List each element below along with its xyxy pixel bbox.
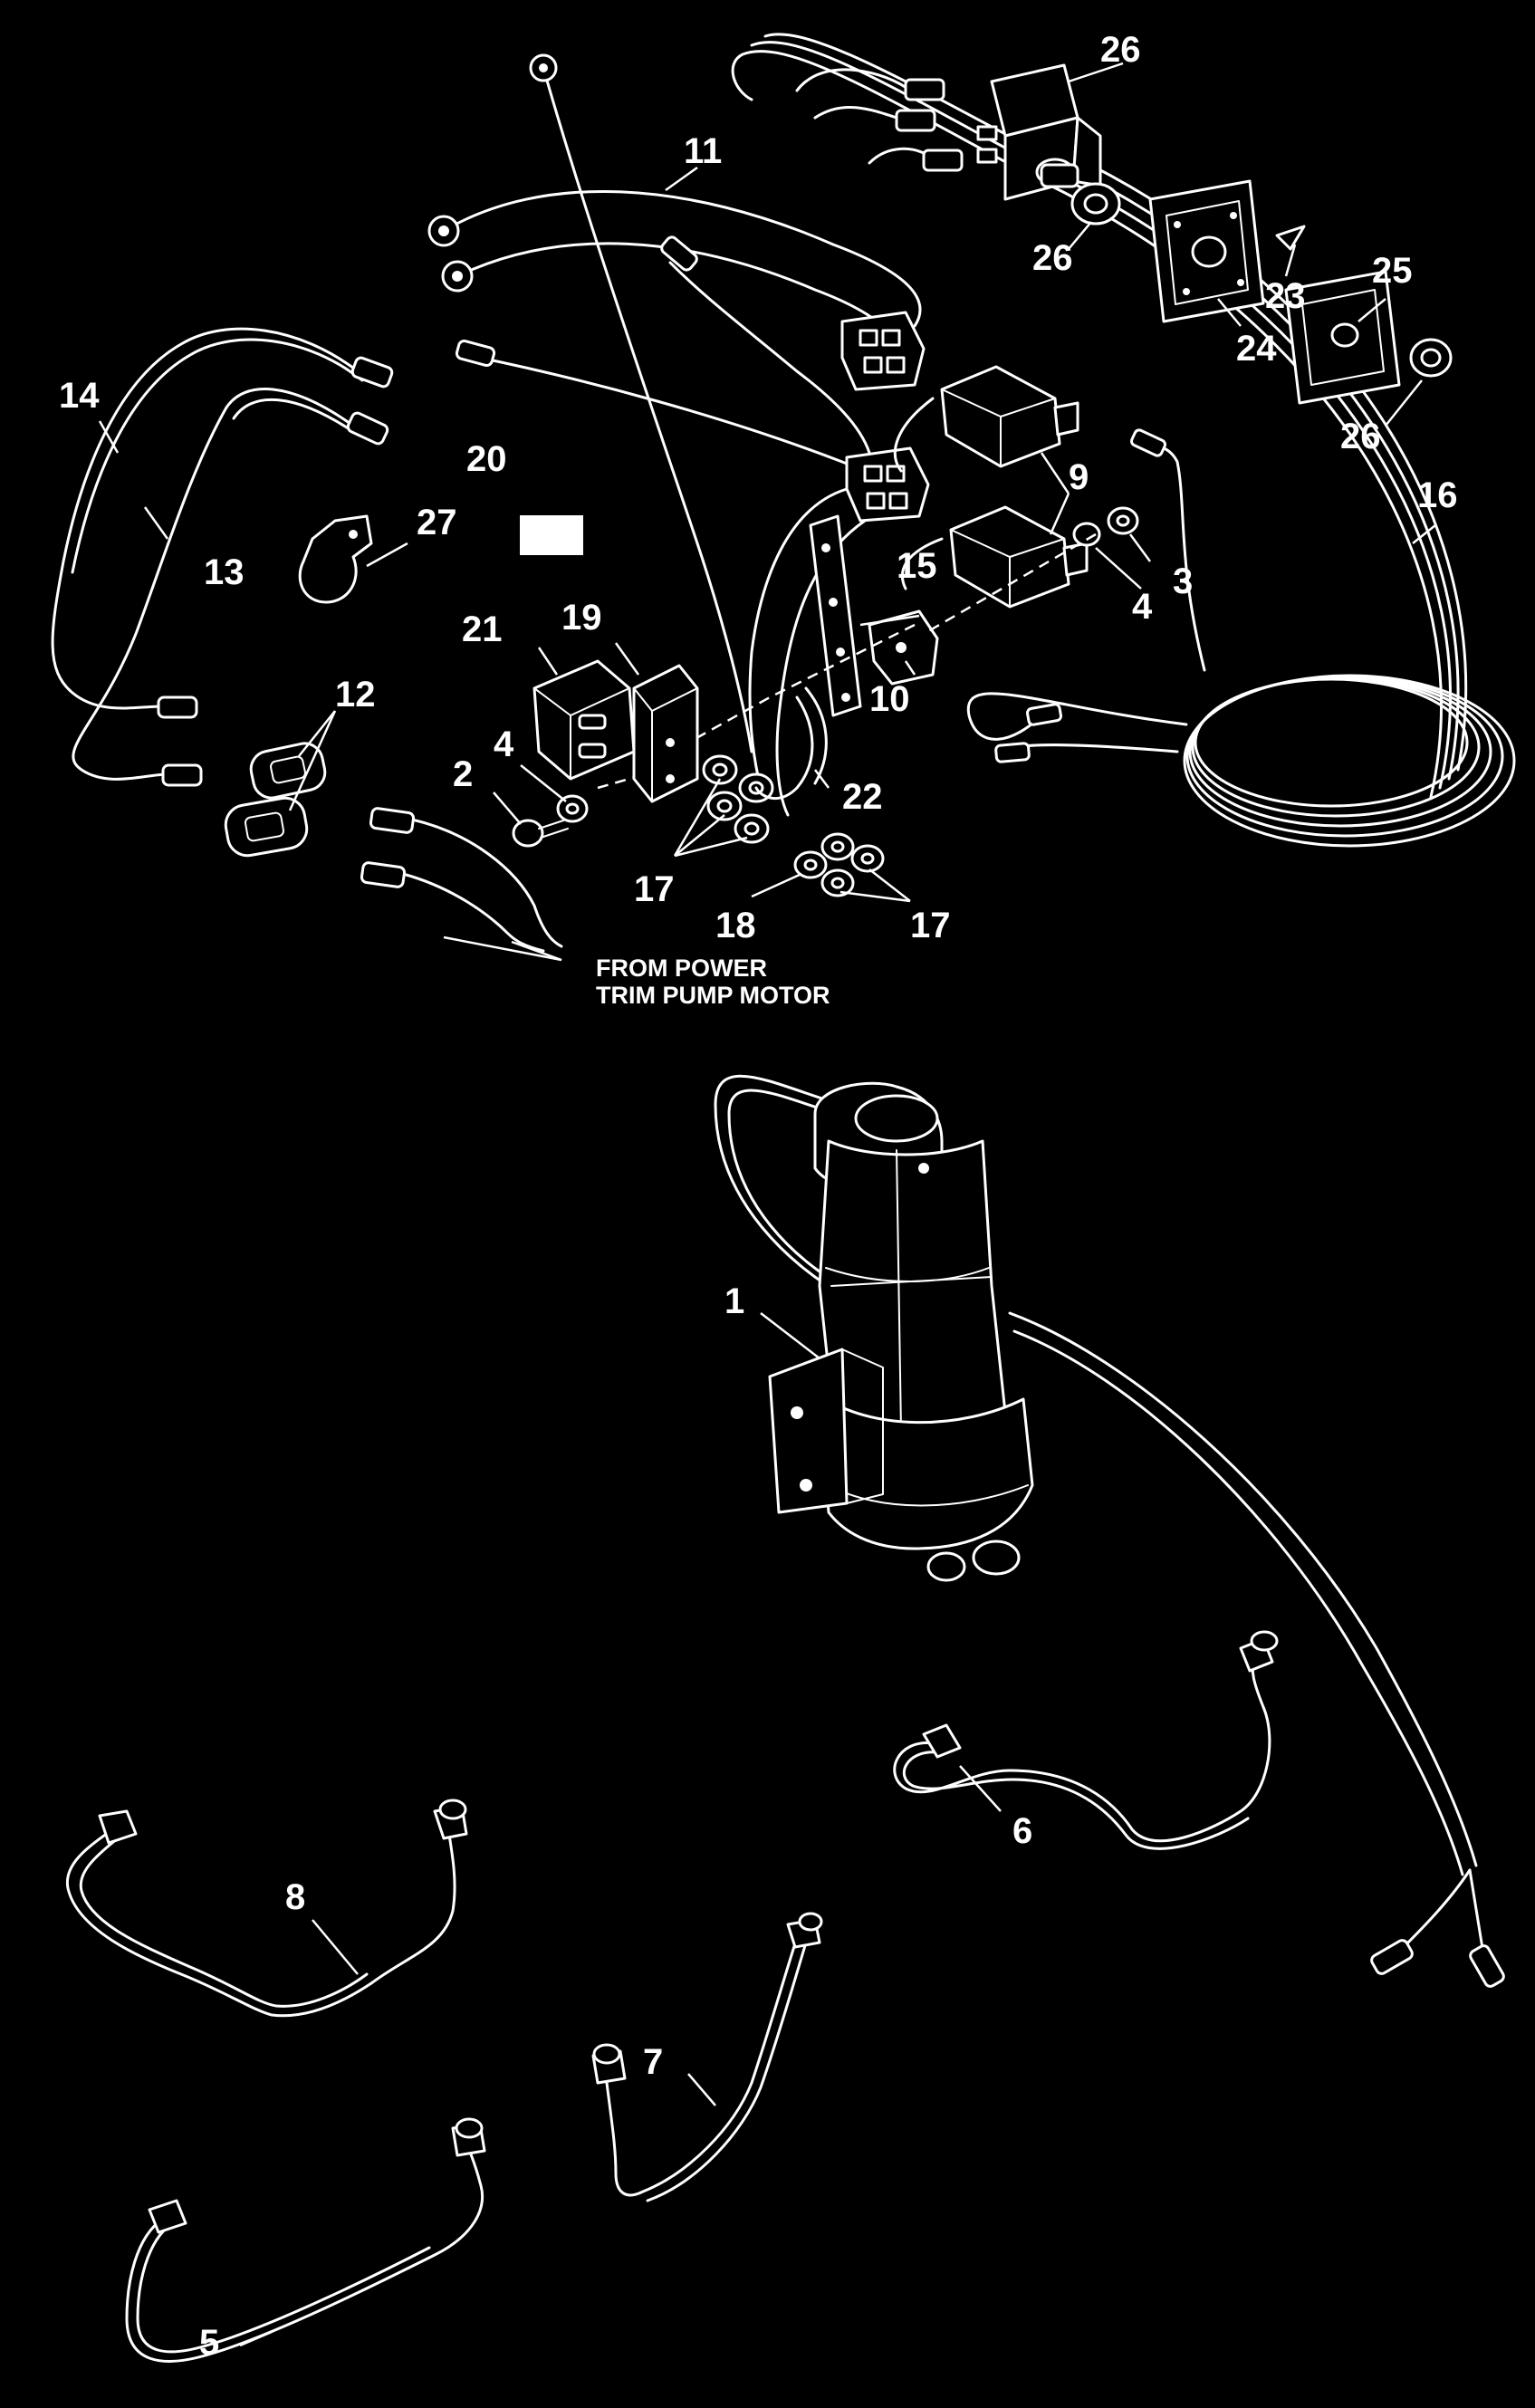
caption-line-1: FROM POWER (596, 955, 767, 982)
callout-26-mid: 26 (1032, 238, 1073, 278)
callout-2: 2 (453, 754, 473, 794)
callout-26-top: 26 (1100, 30, 1141, 70)
hydraulic-line-7 (591, 1912, 823, 2202)
callout-4-right: 4 (1132, 587, 1153, 627)
wire-bundle-11 (427, 53, 922, 753)
hydraulic-line-5 (125, 2117, 486, 2363)
switch-leads (795, 68, 964, 172)
connector-block-upper (840, 311, 926, 391)
callout-6: 6 (1012, 1811, 1032, 1851)
connector-sleeve-12-upper (249, 742, 327, 800)
callout-21: 21 (462, 609, 503, 649)
callout-11: 11 (684, 131, 722, 171)
callout-5: 5 (199, 2323, 219, 2363)
pump-motor-1 (714, 1074, 1505, 1988)
callout-27: 27 (417, 503, 457, 542)
connector-sleeve-12-lower (224, 796, 309, 858)
washer-4-left (556, 794, 589, 823)
callout-9: 9 (1069, 457, 1089, 497)
caption-line-2: TRIM PUMP MOTOR (596, 982, 830, 1009)
callout-22: 22 (842, 777, 883, 817)
washer-4-right (1072, 522, 1101, 547)
callout-17-right: 17 (910, 906, 951, 945)
nuts-17-group (702, 754, 774, 844)
mounting-plate-24 (1148, 179, 1265, 323)
screw-23 (1275, 225, 1306, 251)
callout-19: 19 (561, 598, 602, 638)
bracket-10 (868, 609, 939, 686)
lead-14 (51, 327, 394, 719)
wire-harness-16 (731, 33, 1516, 848)
relay-leads (893, 397, 944, 590)
pump-motor-leads (360, 807, 563, 953)
callout-26-right: 26 (1340, 417, 1381, 456)
trim-switch-26 (976, 63, 1102, 201)
callout-23: 23 (1265, 276, 1306, 316)
callout-25: 25 (1372, 251, 1413, 291)
callout-7: 7 (643, 2042, 663, 2082)
decal-20 (520, 515, 583, 555)
callout-20: 20 (466, 439, 507, 479)
callout-14: 14 (59, 376, 100, 416)
callout-24: 24 (1236, 329, 1277, 369)
callout-labels: 26 11 26 23 25 24 26 14 20 9 16 27 13 15… (59, 30, 1458, 2363)
callout-8: 8 (285, 1877, 305, 1917)
clip-27 (298, 514, 373, 604)
callout-3: 3 (1173, 561, 1193, 601)
callout-17-left: 17 (634, 869, 675, 909)
leader-lines (98, 62, 1436, 2347)
callout-18: 18 (715, 906, 756, 945)
connector-block-lower (748, 446, 930, 817)
callout-1: 1 (724, 1281, 744, 1321)
decal-plate-25 (1284, 270, 1401, 405)
callout-12: 12 (335, 675, 376, 715)
callout-10: 10 (869, 679, 910, 719)
bracket-19 (632, 664, 699, 803)
callout-13: 13 (204, 552, 245, 592)
callout-16: 16 (1417, 475, 1458, 515)
circuit-breaker-21 (532, 659, 636, 781)
relay-9-lower (949, 505, 1089, 609)
caption-from-power-trim: FROM POWER TRIM PUMP MOTOR (596, 955, 830, 1009)
callout-4-left: 4 (494, 724, 514, 764)
hydraulic-line-8 (65, 1799, 468, 2018)
nut-3 (1107, 506, 1139, 535)
terminal-strip-15 (809, 514, 862, 717)
lead-13 (72, 388, 389, 787)
relay-9-upper (940, 365, 1079, 468)
hex-nut-26-lower (1409, 338, 1453, 378)
nuts-18-17-lower (793, 832, 885, 897)
screw-2 (512, 819, 569, 848)
lead-22 (754, 686, 828, 800)
hex-nut-26-upper (1070, 182, 1121, 225)
callout-15: 15 (897, 546, 937, 586)
hydraulic-line-6 (893, 1630, 1279, 1850)
